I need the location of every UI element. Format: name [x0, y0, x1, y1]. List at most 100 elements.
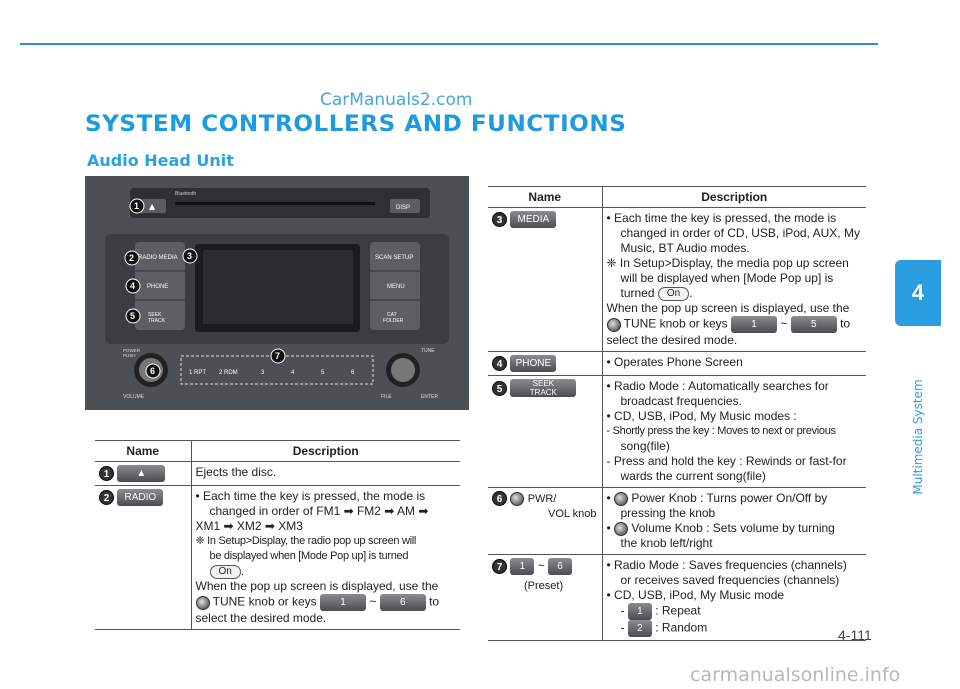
svg-text:FOLDER: FOLDER [383, 318, 404, 324]
desc-line: • Each time the key is pressed, the mode… [195, 489, 426, 503]
phone-key-icon: PHONE [510, 355, 557, 372]
preset-key-icon: 1 [731, 316, 778, 333]
desc-line: • CD, USB, iPod, My Music modes : [606, 409, 797, 423]
chapter-tab: 4 [895, 260, 941, 326]
preset-key-icon: 6 [548, 558, 573, 575]
header-description: Description [191, 440, 460, 462]
controls-table-right: Name Description 3 MEDIA • Each time the… [488, 186, 866, 641]
menu-label: MENU [387, 284, 405, 290]
desc-line: select the desired mode. [195, 611, 327, 625]
desc-note: turned [620, 286, 655, 300]
svg-text:CAT: CAT [387, 312, 397, 318]
svg-text:6: 6 [150, 366, 155, 376]
callout-number: 5 [492, 380, 507, 396]
page-number: 4-111 [838, 627, 872, 643]
svg-text:1 RPT: 1 RPT [189, 370, 206, 376]
tilde: ~ [780, 316, 788, 331]
watermark-bottom: carmanualsonline.info [690, 664, 901, 686]
phone-label: PHONE [147, 284, 168, 290]
watermark-top: CarManuals2.com [320, 90, 473, 110]
svg-text:PUSH: PUSH [123, 353, 136, 358]
svg-text:1: 1 [134, 201, 139, 211]
callout-number: 6 [492, 491, 507, 507]
header-description: Description [602, 186, 866, 208]
tilde: ~ [369, 594, 377, 609]
desc-line: - Press and hold the key : Rewinds or fa… [606, 454, 847, 468]
description-cell: • Each time the key is pressed, the mode… [191, 485, 460, 630]
desc-line: broadcast frequencies. [620, 394, 742, 408]
desc-note: ❈ In Setup>Display, the media pop up scr… [606, 256, 849, 270]
enter-label: ENTER [421, 394, 438, 400]
desc-punct: . [240, 564, 245, 578]
name-text: VOL knob [548, 508, 597, 520]
desc-line: select the desired mode. [606, 333, 738, 347]
table-row: 1 ▲ Ejects the disc. [95, 461, 460, 486]
pwr-vol-knob-icon [510, 491, 525, 506]
desc-line: the knob left/right [620, 536, 713, 550]
table-row: 4 PHONE • Operates Phone Screen [488, 351, 866, 376]
volume-label: VOLUME [123, 394, 145, 400]
desc-text: to [840, 316, 851, 331]
desc-text: to [429, 594, 440, 609]
repeat-key-icon: 1 [627, 603, 652, 620]
name-cell: 3 MEDIA [488, 207, 603, 352]
radio-key-icon: RADIO [117, 489, 164, 506]
name-text: PWR/ [527, 493, 557, 505]
description-cell: Ejects the disc. [191, 461, 460, 486]
preset-key-icon: 1 [510, 558, 535, 575]
description-cell: • Each time the key is pressed, the mode… [602, 207, 866, 352]
name-cell: 6 PWR/ VOL knob [488, 487, 603, 555]
file-label: FILE [381, 394, 392, 400]
svg-text:7: 7 [275, 351, 280, 361]
svg-text:2 RDM: 2 RDM [219, 370, 238, 376]
desc-text: : Repeat [655, 603, 701, 618]
tune-label: TUNE [421, 348, 435, 354]
chapter-number: 4 [911, 280, 925, 305]
section-title: SYSTEM CONTROLLERS AND FUNCTIONS [85, 112, 627, 137]
table-row: 2 RADIO • Each time the key is pressed, … [95, 485, 460, 630]
svg-text:5: 5 [130, 311, 135, 321]
tune-knob-icon [195, 595, 210, 610]
name-cell: 2 RADIO [95, 485, 192, 630]
disp-label: DISP [396, 205, 410, 211]
desc-line: • Each time the key is pressed, the mode… [606, 211, 837, 225]
description-cell: • Radio Mode : Saves frequencies (channe… [602, 554, 866, 641]
description-cell: • Power Knob : Turns power On/Off by pre… [602, 487, 866, 555]
power-knob-icon [614, 491, 629, 506]
table-row: 3 MEDIA • Each time the key is pressed, … [488, 207, 866, 352]
svg-text:3: 3 [187, 251, 192, 261]
controls-table-left: Name Description 1 ▲ Ejects the disc. 2 … [95, 440, 460, 630]
desc-line: - Shortly press the key : Moves to next … [606, 425, 837, 437]
name-cell: 7 1 ~ 6 (Preset) [488, 554, 603, 641]
tilde: ~ [537, 558, 545, 573]
desc-line: or receives saved frequencies (channels) [620, 573, 840, 587]
on-pill-icon: On [209, 564, 241, 579]
svg-text:4: 4 [291, 370, 295, 376]
table-row: 7 1 ~ 6 (Preset) • Radio Mode : Saves fr… [488, 554, 866, 641]
eject-symbol: ▲ [149, 202, 156, 211]
callout-number: 7 [492, 559, 507, 574]
random-key-icon: 2 [627, 620, 652, 637]
desc-text: TUNE knob or keys [212, 594, 317, 609]
svg-text:2: 2 [129, 253, 134, 263]
svg-text:SEEK: SEEK [148, 312, 162, 318]
svg-text:4: 4 [130, 281, 135, 291]
bluetooth-label: Bluetooth [175, 191, 196, 197]
svg-text:3: 3 [261, 370, 265, 376]
preset-key-icon: 1 [320, 594, 367, 611]
subsection-title: Audio Head Unit [87, 151, 234, 170]
svg-text:POWER: POWER [123, 348, 141, 353]
desc-line: pressing the knob [620, 506, 716, 520]
desc-text: Volume Knob : Sets volume by turning [631, 521, 835, 535]
chapter-label: Multimedia System [911, 379, 925, 495]
preset-key-icon: 6 [379, 594, 426, 611]
callout-number: 3 [492, 212, 507, 227]
name-cell: 1 ▲ [95, 461, 192, 486]
callout-number: 1 [99, 466, 114, 481]
tune-knob-icon [606, 317, 621, 332]
media-key-icon: MEDIA [510, 211, 557, 228]
callout-number: 2 [99, 490, 114, 505]
desc-text: TUNE knob or keys [623, 316, 728, 331]
volume-knob-icon [614, 521, 629, 536]
